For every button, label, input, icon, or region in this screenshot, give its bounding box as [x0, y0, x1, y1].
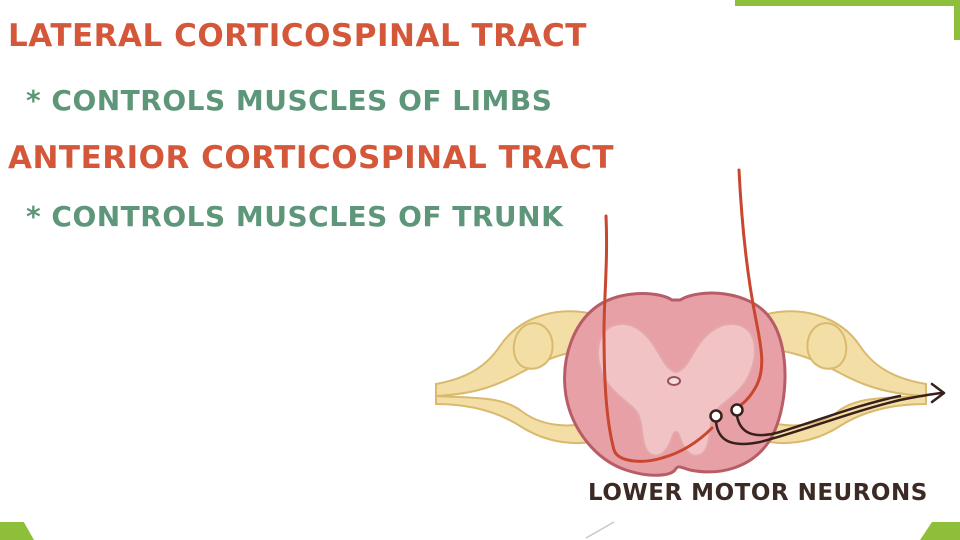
bottom-left-accent — [0, 522, 34, 540]
right-ventral-root — [758, 394, 927, 445]
pointer-line — [585, 521, 615, 539]
limbs-bullet: * CONTROLS MUSCLES OF LIMBS — [26, 84, 553, 117]
left-ganglion — [512, 322, 554, 370]
arrowhead-icon — [930, 382, 946, 404]
motor-neuron-body — [730, 403, 744, 417]
bottom-right-accent — [920, 522, 960, 540]
top-right-accent-stripe — [735, 0, 960, 6]
central-canal — [667, 376, 681, 386]
anterior-tract-heading: ANTERIOR CORTICOSPINAL TRACT — [8, 140, 615, 176]
left-ventral-root — [435, 394, 602, 445]
right-edge-accent — [954, 0, 960, 40]
motor-axon — [735, 394, 902, 437]
motor-axon — [714, 391, 944, 446]
lateral-tract-fiber — [735, 168, 764, 410]
right-ganglion — [806, 322, 848, 370]
lower-motor-neurons-caption: LOWER MOTOR NEURONS — [588, 480, 928, 506]
lower-motor-neurons — [709, 382, 946, 446]
nerve-roots — [435, 310, 927, 445]
anterior-tract-fiber — [602, 214, 714, 463]
trunk-bullet: * CONTROLS MUSCLES OF TRUNK — [26, 200, 564, 233]
lateral-tract-heading: LATERAL CORTICOSPINAL TRACT — [8, 18, 587, 54]
motor-neuron-body — [709, 409, 723, 423]
